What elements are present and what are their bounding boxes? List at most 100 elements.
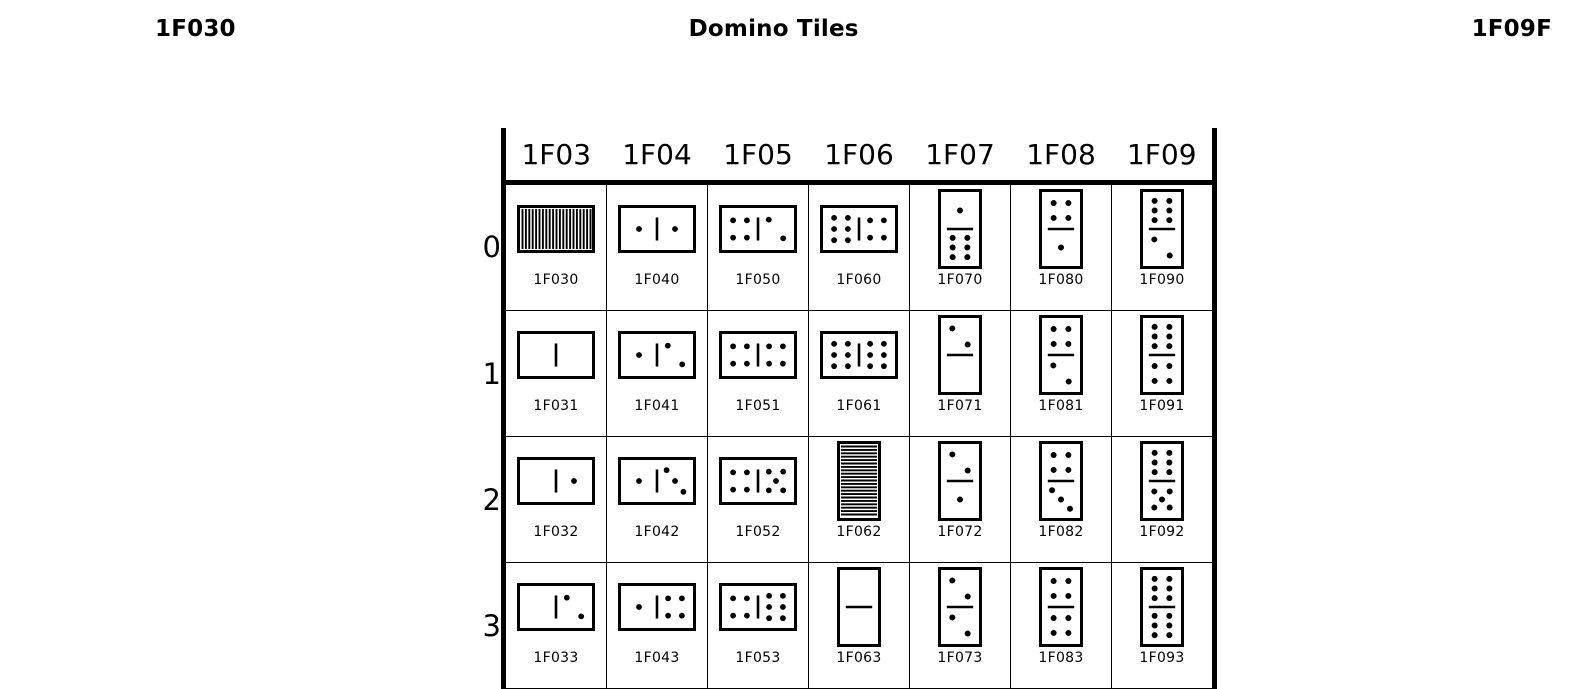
codepoint-label: 1F050 — [735, 272, 781, 288]
code-cell-1F030[interactable]: 1F030 — [501, 182, 607, 311]
domino-glyph-1F081 — [1011, 311, 1111, 399]
column-header-1F03: 1F03 — [501, 128, 607, 185]
code-cell-1F050[interactable]: 1F050 — [707, 182, 809, 311]
chart-row: 3 1F033 1F043 1F053 1F063 1F073 1F083 1F093 — [455, 562, 1217, 689]
codepoint-label: 1F090 — [1139, 272, 1185, 288]
domino-glyph-1F042 — [607, 437, 707, 525]
domino-glyph-1F082 — [1011, 437, 1111, 525]
code-cell-1F032[interactable]: 1F032 — [501, 436, 607, 563]
code-cell-1F031[interactable]: 1F031 — [501, 310, 607, 437]
domino-glyph-1F050 — [708, 185, 808, 273]
codepoint-label: 1F060 — [836, 272, 882, 288]
range-end-label: 1F09F — [1471, 16, 1552, 42]
code-cell-1F073[interactable]: 1F073 — [909, 562, 1011, 689]
code-cell-1F052[interactable]: 1F052 — [707, 436, 809, 563]
code-cell-1F041[interactable]: 1F041 — [606, 310, 708, 437]
codepoint-label: 1F061 — [836, 398, 882, 414]
domino-glyph-1F041 — [607, 311, 707, 399]
codepoint-label: 1F032 — [533, 524, 579, 540]
codepoint-label: 1F082 — [1038, 524, 1084, 540]
domino-glyph-1F093 — [1112, 563, 1212, 651]
codepoint-label: 1F041 — [634, 398, 680, 414]
code-cell-1F080[interactable]: 1F080 — [1010, 182, 1112, 311]
code-cell-1F092[interactable]: 1F092 — [1111, 436, 1217, 563]
code-cell-1F053[interactable]: 1F053 — [707, 562, 809, 689]
code-cell-1F040[interactable]: 1F040 — [606, 182, 708, 311]
code-cell-1F033[interactable]: 1F033 — [501, 562, 607, 689]
domino-glyph-1F090 — [1112, 185, 1212, 273]
range-start-label: 1F030 — [155, 16, 236, 42]
domino-glyph-1F043 — [607, 563, 707, 651]
column-header-1F06: 1F06 — [808, 128, 910, 185]
code-cell-1F082[interactable]: 1F082 — [1010, 436, 1112, 563]
codepoint-label: 1F062 — [836, 524, 882, 540]
code-cell-1F063[interactable]: 1F063 — [808, 562, 910, 689]
domino-glyph-1F032 — [506, 437, 606, 525]
codepoint-label: 1F091 — [1139, 398, 1185, 414]
codepoint-label: 1F063 — [836, 650, 882, 666]
column-header-1F04: 1F04 — [606, 128, 708, 185]
codepoint-label: 1F053 — [735, 650, 781, 666]
chart-row: 1 1F031 1F041 1F051 1F061 1F071 1F081 1F091 — [455, 310, 1217, 437]
codepoint-label: 1F043 — [634, 650, 680, 666]
domino-glyph-1F072 — [910, 437, 1010, 525]
codepoint-label: 1F073 — [937, 650, 983, 666]
domino-glyph-1F060 — [809, 185, 909, 273]
domino-glyph-1F061 — [809, 311, 909, 399]
code-cell-1F042[interactable]: 1F042 — [606, 436, 708, 563]
codepoint-label: 1F093 — [1139, 650, 1185, 666]
codepoint-label: 1F072 — [937, 524, 983, 540]
domino-glyph-1F063 — [809, 563, 909, 651]
chart-corner-cell — [455, 128, 504, 183]
row-label-1: 1 — [482, 356, 501, 391]
codepoint-label: 1F080 — [1038, 272, 1084, 288]
codepoint-label: 1F040 — [634, 272, 680, 288]
column-header-1F05: 1F05 — [707, 128, 809, 185]
row-label-2: 2 — [482, 482, 501, 517]
domino-glyph-1F091 — [1112, 311, 1212, 399]
code-cell-1F091[interactable]: 1F091 — [1111, 310, 1217, 437]
column-header-1F07: 1F07 — [909, 128, 1011, 185]
domino-glyph-1F062 — [809, 437, 909, 525]
code-cell-1F081[interactable]: 1F081 — [1010, 310, 1112, 437]
code-cell-1F083[interactable]: 1F083 — [1010, 562, 1112, 689]
row-label-3: 3 — [482, 608, 501, 643]
code-cell-1F070[interactable]: 1F070 — [909, 182, 1011, 311]
code-cell-1F043[interactable]: 1F043 — [606, 562, 708, 689]
page-header: 1F030 Domino Tiles 1F09F — [0, 0, 1590, 58]
code-cell-1F062[interactable]: 1F062 — [808, 436, 910, 563]
codepoint-label: 1F031 — [533, 398, 579, 414]
codepoint-label: 1F071 — [937, 398, 983, 414]
codepoint-label: 1F051 — [735, 398, 781, 414]
code-cell-1F093[interactable]: 1F093 — [1111, 562, 1217, 689]
code-cell-1F071[interactable]: 1F071 — [909, 310, 1011, 437]
domino-glyph-1F051 — [708, 311, 808, 399]
column-header-1F09: 1F09 — [1111, 128, 1217, 185]
domino-glyph-1F083 — [1011, 563, 1111, 651]
domino-glyph-1F031 — [506, 311, 606, 399]
code-cell-1F051[interactable]: 1F051 — [707, 310, 809, 437]
domino-glyph-1F073 — [910, 563, 1010, 651]
codepoint-label: 1F092 — [1139, 524, 1185, 540]
domino-glyph-1F053 — [708, 563, 808, 651]
codepoint-label: 1F081 — [1038, 398, 1084, 414]
domino-glyph-1F070 — [910, 185, 1010, 273]
domino-glyph-1F030 — [506, 185, 606, 273]
codepoint-label: 1F042 — [634, 524, 680, 540]
codepoint-label: 1F033 — [533, 650, 579, 666]
code-cell-1F072[interactable]: 1F072 — [909, 436, 1011, 563]
domino-glyph-1F080 — [1011, 185, 1111, 273]
column-header-1F08: 1F08 — [1010, 128, 1112, 185]
codepoint-label: 1F070 — [937, 272, 983, 288]
codepoint-label: 1F030 — [533, 272, 579, 288]
code-cell-1F090[interactable]: 1F090 — [1111, 182, 1217, 311]
code-cell-1F061[interactable]: 1F061 — [808, 310, 910, 437]
domino-glyph-1F092 — [1112, 437, 1212, 525]
code-cell-1F060[interactable]: 1F060 — [808, 182, 910, 311]
chart-row: 2 1F032 1F042 1F052 1F062 1F072 1F082 1F092 — [455, 436, 1217, 563]
